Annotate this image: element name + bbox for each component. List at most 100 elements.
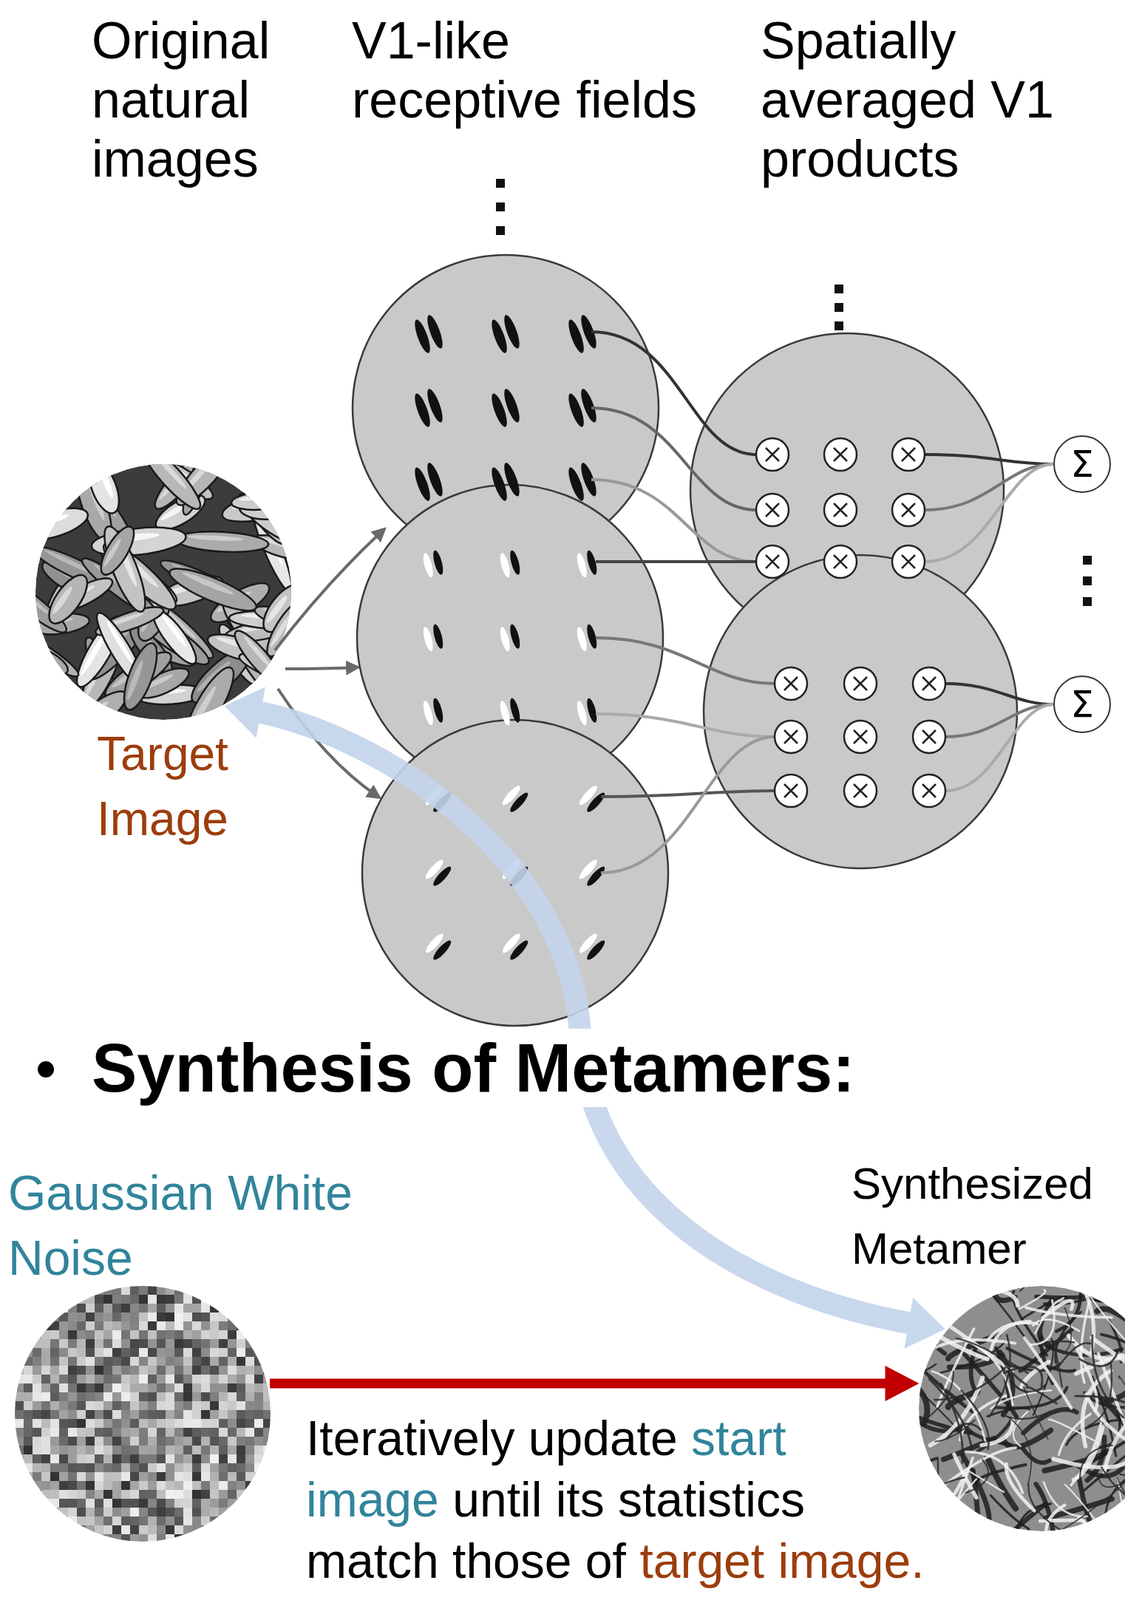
- pea-pod: [117, 639, 164, 714]
- noise-pixel: [68, 1330, 77, 1340]
- noise-pixel: [156, 1401, 166, 1411]
- noise-pixel: [227, 1312, 237, 1322]
- noise-pixel: [130, 1330, 139, 1340]
- noise-pixel: [59, 1410, 69, 1420]
- product-symbol: [844, 720, 877, 754]
- ellipsis-dots: [495, 178, 1092, 607]
- noise-pixel: [263, 1436, 273, 1446]
- connector-line: [253, 711, 916, 1325]
- noise-pixel: [156, 1525, 166, 1535]
- noise-pixel: [218, 1481, 228, 1491]
- pea-highlight: [74, 699, 111, 729]
- noise-pixel: [174, 1303, 184, 1313]
- noise-pixel: [227, 1516, 237, 1526]
- noise-pixel: [209, 1365, 219, 1375]
- noise-pixel: [156, 1312, 166, 1322]
- note-text: start: [691, 1408, 786, 1470]
- noise-pixel: [112, 1534, 122, 1544]
- noise-pixel: [245, 1365, 255, 1375]
- noise-pixel: [14, 1419, 24, 1429]
- noise-pixel: [183, 1534, 193, 1544]
- noise-pixel: [103, 1507, 113, 1517]
- noise-pixel: [174, 1428, 184, 1437]
- noise-pixel: [254, 1490, 264, 1500]
- noise-pixel: [85, 1419, 95, 1429]
- noise-pixel: [227, 1445, 237, 1455]
- noise-pixel: [236, 1330, 246, 1340]
- noise-pixel: [138, 1410, 148, 1420]
- noise-pixel: [236, 1436, 246, 1446]
- noise-pixel: [209, 1383, 219, 1393]
- pea-highlight: [124, 659, 145, 702]
- noise-pixel: [227, 1303, 237, 1313]
- noise-pixel: [121, 1543, 131, 1553]
- noise-pixel: [121, 1454, 131, 1464]
- noise-pixel: [41, 1454, 51, 1464]
- noise-pixel: [85, 1499, 95, 1508]
- noise-pixel: [236, 1516, 246, 1526]
- noise-pixel: [156, 1454, 166, 1464]
- noise-pixel: [218, 1490, 228, 1500]
- noise-pixel: [236, 1392, 246, 1402]
- noise-pixel: [76, 1348, 86, 1358]
- texture-stroke: [1048, 1419, 1094, 1441]
- noise-pixel: [23, 1507, 33, 1517]
- noise-pixel: [209, 1445, 219, 1455]
- product-circle: [774, 774, 808, 808]
- noise-pixel: [209, 1481, 219, 1491]
- noise-pixel: [183, 1321, 193, 1331]
- noise-pixel: [201, 1321, 210, 1331]
- noise-pixel: [263, 1401, 273, 1411]
- section-heading: Synthesis of Metamers:: [85, 1028, 862, 1108]
- field-lobe: [508, 549, 522, 576]
- noise-pixel: [14, 1357, 24, 1366]
- product-circle: [892, 545, 925, 579]
- noise-pixel: [192, 1401, 202, 1411]
- noise-pixel: [50, 1330, 60, 1340]
- noise-pixel: [112, 1330, 122, 1340]
- texture-stroke: [935, 1340, 1015, 1348]
- pea-pod: [2, 682, 74, 741]
- noise-pixel: [272, 1295, 281, 1304]
- product-circle: [892, 493, 925, 527]
- noise-pixel: [156, 1392, 166, 1402]
- noise-pixel: [227, 1392, 237, 1402]
- times-sign: [922, 730, 936, 744]
- noise-pixel: [156, 1295, 166, 1304]
- noise-pixel: [165, 1419, 175, 1429]
- noise-pixel: [103, 1481, 113, 1491]
- noise-pixel: [272, 1481, 281, 1491]
- noise-pixel: [201, 1312, 210, 1322]
- noise-pixel: [32, 1339, 42, 1349]
- noise-pixel: [218, 1507, 228, 1517]
- noise-pixel: [245, 1348, 255, 1358]
- noise-pixel: [218, 1436, 228, 1446]
- noise-pixel: [209, 1339, 219, 1349]
- noise-pixel: [32, 1463, 42, 1473]
- noise-pixel: [32, 1507, 42, 1517]
- noise-pixel: [130, 1481, 139, 1491]
- pea-highlight: [187, 534, 244, 543]
- noise-pixel: [192, 1357, 202, 1366]
- noise-pixel: [112, 1463, 122, 1473]
- noise-pixel: [227, 1499, 237, 1508]
- field-lobe: [431, 549, 445, 576]
- noise-pixel: [14, 1286, 24, 1296]
- noise-pixel: [272, 1321, 281, 1331]
- noise-pixel: [147, 1490, 157, 1500]
- noise-pixel: [76, 1383, 86, 1393]
- noise-pixel: [85, 1525, 95, 1535]
- noise-pixel: [138, 1365, 148, 1375]
- noise-pixel: [94, 1303, 104, 1313]
- noise-pixel: [85, 1481, 95, 1491]
- noise-pixel: [112, 1507, 122, 1517]
- noise-pixel: [192, 1490, 202, 1500]
- noise-pixel: [236, 1303, 246, 1313]
- noise-pixel: [23, 1436, 33, 1446]
- noise-pixel: [50, 1348, 60, 1358]
- noise-pixel: [103, 1525, 113, 1535]
- noise-pixel: [23, 1321, 33, 1331]
- noise-pixel: [245, 1410, 255, 1420]
- texture-stroke: [940, 1383, 964, 1463]
- noise-pixel: [165, 1286, 175, 1296]
